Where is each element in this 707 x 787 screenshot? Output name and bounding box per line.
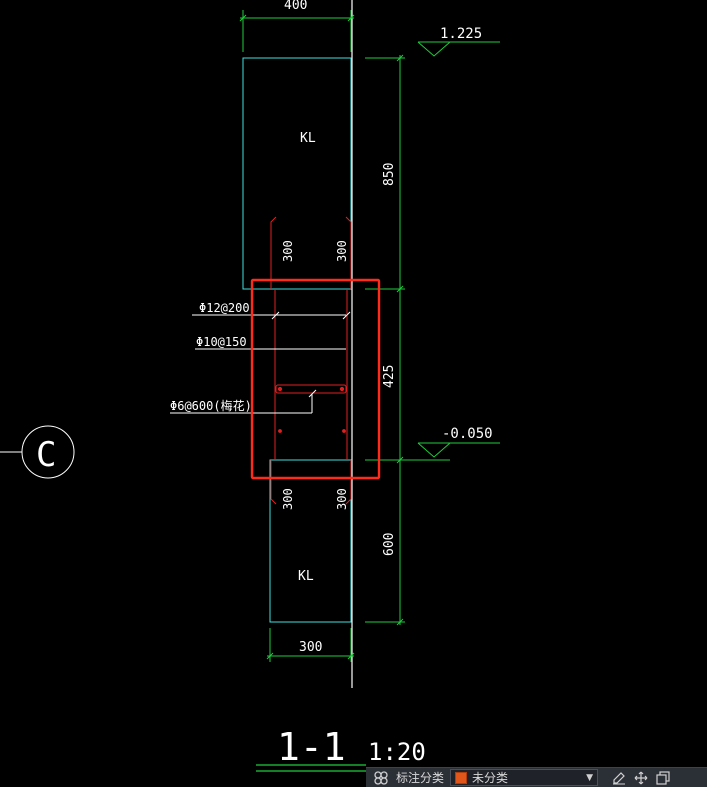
move-icon[interactable] xyxy=(630,769,652,787)
dim-top-width-label: 400 xyxy=(284,0,307,13)
lower-beam-label: KL xyxy=(298,569,314,584)
chevron-down-icon: ▼ xyxy=(586,772,594,783)
rebar-lines xyxy=(270,216,352,505)
dim-upper-300-b: 300 xyxy=(335,240,349,262)
dim-joint-height: 425 xyxy=(382,365,397,388)
upper-beam-outline xyxy=(242,57,352,290)
edit-icon[interactable] xyxy=(608,769,630,787)
rebar-label-2: Φ10@150 xyxy=(196,335,247,349)
copy-icon[interactable] xyxy=(652,769,674,787)
dim-upper-height: 850 xyxy=(382,163,397,186)
dim-lower-300-a: 300 xyxy=(281,488,295,510)
section-title: 1-1 xyxy=(277,725,346,769)
dim-lower-300-b: 300 xyxy=(335,488,349,510)
highlight-box xyxy=(250,278,381,480)
dimension-top-width xyxy=(239,10,355,52)
axis-bubble xyxy=(21,425,75,479)
leader-lines xyxy=(170,311,351,414)
upper-beam-label: KL xyxy=(300,131,316,146)
annotation-toolbar: 标注分类 未分类 ▼ xyxy=(366,767,707,787)
axis-bubble-label: C xyxy=(36,435,56,475)
rebar-label-1: Φ12@200 xyxy=(199,301,250,315)
dim-bottom-width-label: 300 xyxy=(299,640,322,655)
elevation-top-label: 1.225 xyxy=(440,26,482,42)
dim-upper-300-a: 300 xyxy=(281,240,295,262)
category-select[interactable]: 未分类 ▼ xyxy=(450,769,599,786)
dim-lower-height: 600 xyxy=(382,533,397,556)
dimension-right-chain xyxy=(365,54,405,626)
elevation-marker-top xyxy=(417,41,500,57)
category-color-swatch xyxy=(455,771,468,784)
category-label: 标注分类 xyxy=(396,771,445,785)
elevation-bottom-label: -0.050 xyxy=(442,426,493,442)
elevation-marker-bottom xyxy=(404,442,500,461)
section-scale: 1:20 xyxy=(368,738,426,766)
lower-beam-outline xyxy=(269,459,352,623)
layers-icon[interactable] xyxy=(372,769,390,787)
dimension-bottom-width xyxy=(266,628,355,662)
rebar-label-3: Φ6@600(梅花) xyxy=(170,398,252,413)
category-select-value: 未分类 xyxy=(472,771,509,785)
